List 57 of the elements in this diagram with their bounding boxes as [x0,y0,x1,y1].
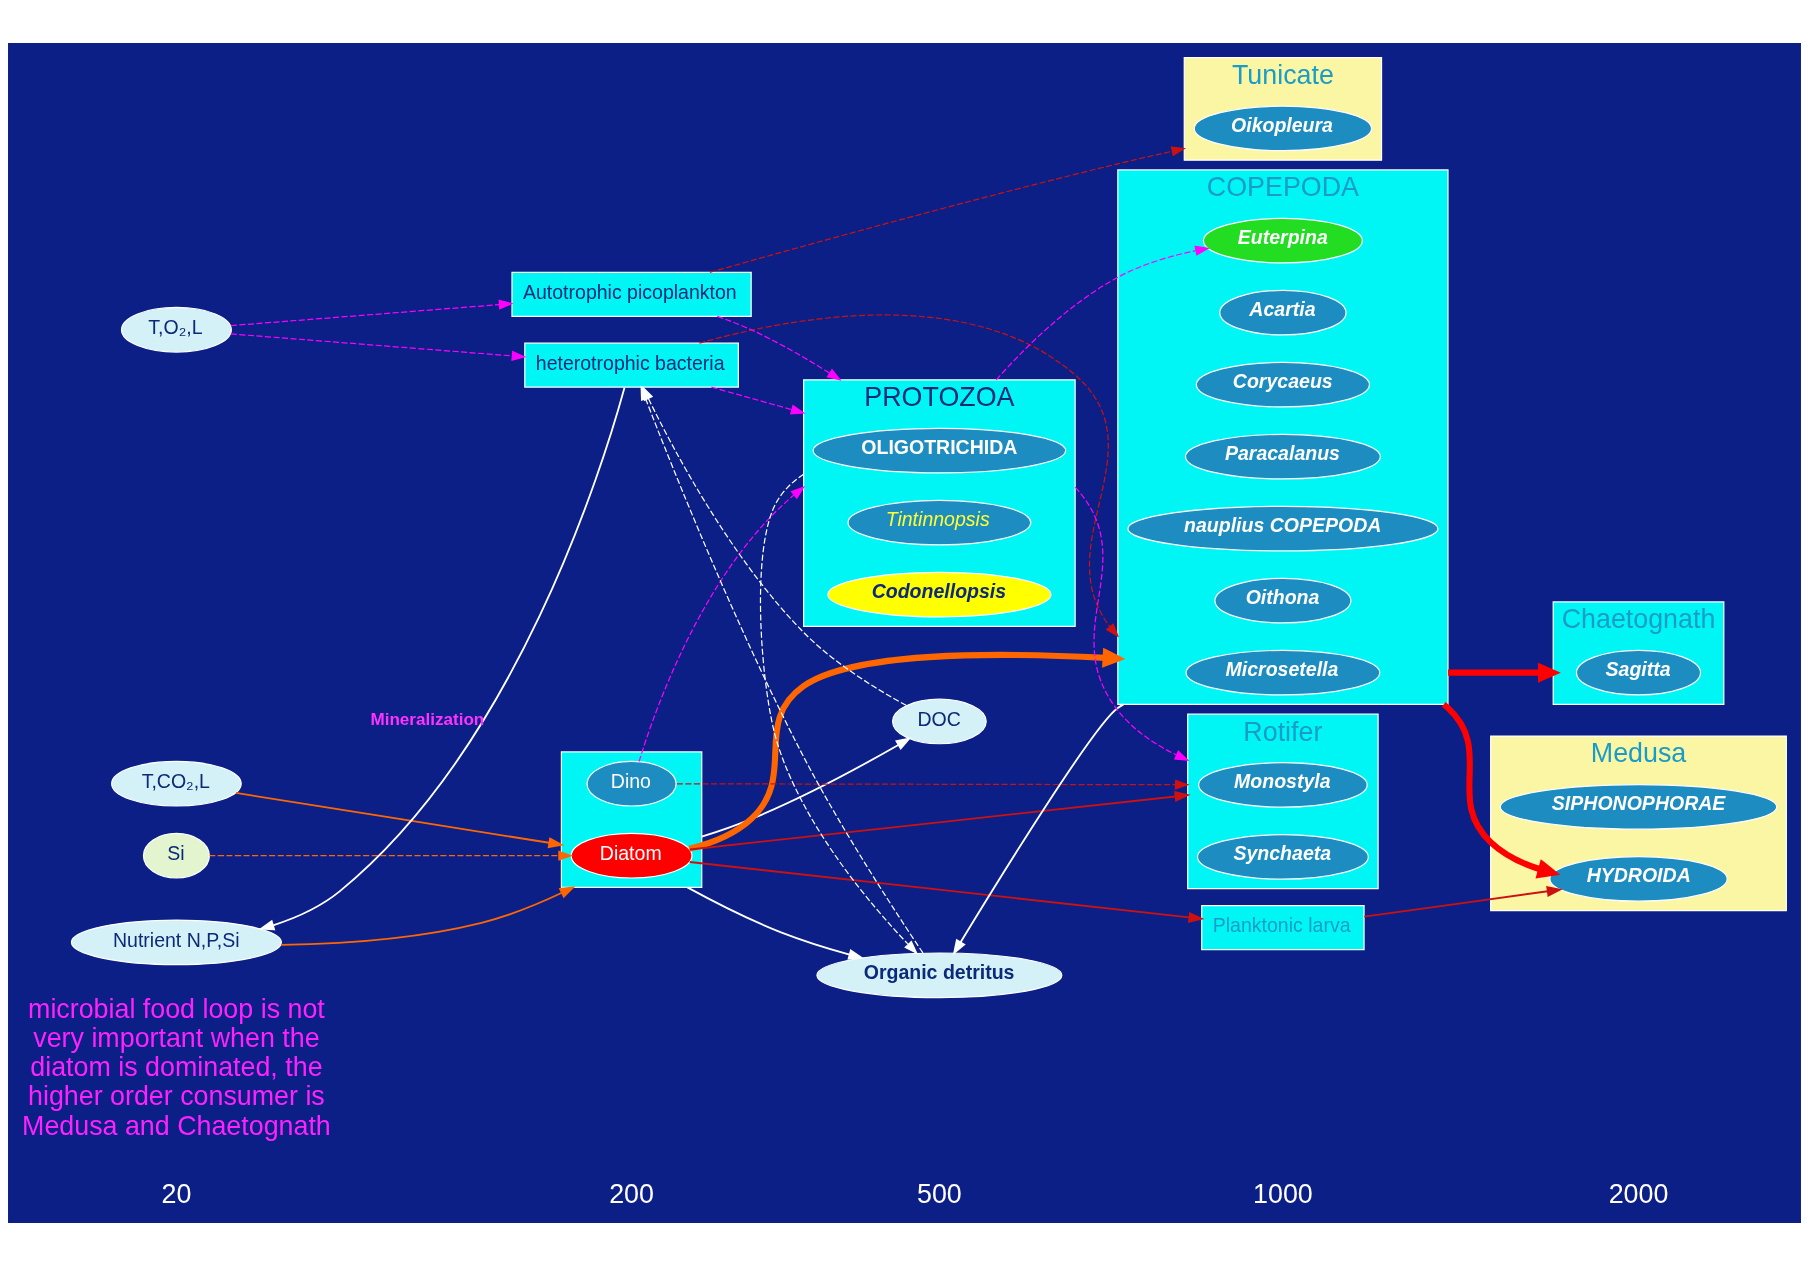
node-ellipse: Codonellopsis [827,571,1052,618]
node-box: Planktonic larva [1201,905,1365,951]
node-ellipse: Oikopleura [1193,105,1373,152]
arrow [700,737,912,838]
node-ellipse: nauplius COPEPODA [1127,505,1439,552]
label: 1000 [1253,1178,1313,1209]
arrow [638,486,806,763]
node-ellipse: Acartia [1219,289,1347,336]
arrow [258,386,626,931]
arrow [1441,702,1561,879]
arrow [280,886,576,946]
arrow [995,245,1210,381]
node-ellipse: Organic detritus [816,952,1063,999]
label: 2000 [1608,1178,1669,1209]
arrow [759,473,918,955]
node-ellipse: Monostyla [1198,762,1368,808]
arrow [709,146,1187,273]
arrow [1074,486,1190,761]
arrow [208,850,573,861]
label: 200 [609,1178,654,1209]
arrow [716,315,842,381]
label: 20 [161,1178,192,1209]
node-ellipse: Si [142,832,210,879]
node-ellipse: Euterpina [1202,217,1363,264]
arrow [1448,662,1561,683]
node-ellipse: T,O₂,L [120,306,232,353]
node-ellipse: T,CO₂,L [111,760,242,807]
arrow [710,386,806,415]
edge-label: Mineralization [370,710,485,730]
node-box: heterotrophic bacteria [524,342,739,388]
arrow [688,861,1205,923]
label: 500 [917,1178,962,1209]
node-ellipse: DOC [891,698,987,745]
node-ellipse: Oithona [1214,577,1352,624]
arrow [698,314,1120,638]
node-ellipse: Microsetella [1185,649,1381,696]
arrow [686,886,865,960]
node-ellipse: Diatom [570,832,693,879]
arrow [235,792,565,849]
arrow [688,791,1191,851]
arrow [952,703,1125,956]
node-ellipse: SIPHONOPHORAE [1499,784,1778,830]
arrow [676,779,1190,790]
node-ellipse: HYDROIDA [1549,856,1728,902]
node-ellipse: Corycaeus [1195,361,1371,408]
arrow [230,299,514,327]
arrow [1363,885,1563,918]
node-box: Autotrophic picoplankton [511,271,752,317]
node-ellipse: Tintinnopsis [847,499,1032,546]
node-ellipse: Paracalanus [1184,433,1381,480]
node-ellipse: Sagitta [1575,649,1702,696]
arrow [230,333,527,361]
node-ellipse: OLIGOTRICHIDA [812,427,1067,474]
label: microbial food loop is not very important when the diatom is dominated, the higher order consumer is Medusa and Chaetognath [22,993,331,1141]
arrow [688,647,1126,852]
node-ellipse: Synchaeta [1196,834,1369,880]
node-ellipse: Dino [586,760,677,807]
